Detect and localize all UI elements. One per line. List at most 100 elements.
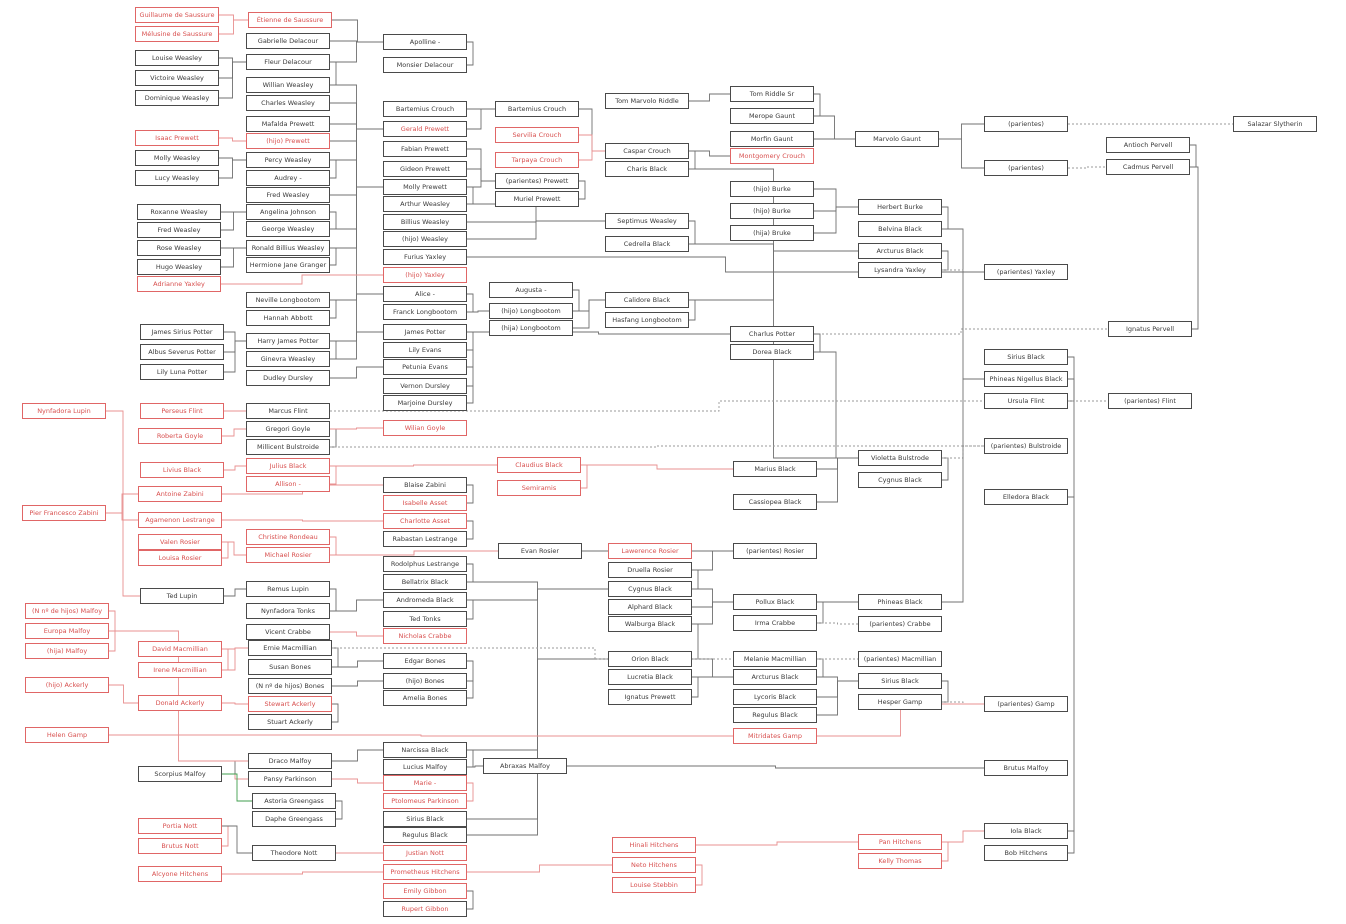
person-herbert-burke[interactable]: Herbert Burke [858, 199, 942, 215]
person-gerald-prewett[interactable]: Gerald Prewett [383, 121, 467, 137]
person-gabrielle-delacour[interactable]: Gabrielle Delacour [246, 33, 330, 49]
person-rose-weasley[interactable]: Rose Weasley [137, 240, 221, 256]
person-theodore-nott[interactable]: Theodore Nott [252, 845, 336, 861]
person-muriel-prewett[interactable]: Muriel Prewett [495, 191, 579, 207]
person-violetta-bulstrode[interactable]: Violetta Bulstrode [858, 450, 942, 466]
person-regulus-black[interactable]: Regulus Black [733, 707, 817, 723]
person-stuart-ackerly[interactable]: Stuart Ackerly [248, 714, 332, 730]
person-hijo-prewett[interactable]: (hijo) Prewett [246, 133, 330, 149]
person-hijo-burke[interactable]: (hijo) Burke [730, 203, 814, 219]
person-louise-stebbin[interactable]: Louise Stebbin [612, 877, 696, 893]
person-david-macmillian[interactable]: David Macmillian [138, 641, 222, 657]
person-hermione-jane-granger[interactable]: Hermione Jane Granger [246, 257, 330, 273]
person-marjoine-dursley[interactable]: Marjoine Dursley [383, 395, 467, 411]
person-lucy-weasley[interactable]: Lucy Weasley [135, 170, 219, 186]
person-monsier-delacour[interactable]: Monsier Delacour [383, 57, 467, 73]
person-helen-gamp[interactable]: Helen Gamp [25, 727, 109, 743]
person-hijo-longbootom[interactable]: (hijo) Longbootom [489, 303, 573, 319]
person-livius-black[interactable]: Livius Black [140, 462, 224, 478]
person-edgar-bones[interactable]: Edgar Bones [383, 653, 467, 669]
person-alcyone-hitchens[interactable]: Alcyone Hitchens [138, 866, 222, 882]
person-caspar-crouch[interactable]: Caspar Crouch [605, 143, 689, 159]
person-merope-gaunt[interactable]: Merope Gaunt [730, 108, 814, 124]
person-louisa-rosier[interactable]: Louisa Rosier [138, 550, 222, 566]
person-iola-black[interactable]: Iola Black [984, 823, 1068, 839]
person-lily-luna-potter[interactable]: Lily Luna Potter [140, 364, 224, 380]
person-lily-evans[interactable]: Lily Evans [383, 342, 467, 358]
person-marius-black[interactable]: Marius Black [733, 461, 817, 477]
person-arcturus-black[interactable]: Arcturus Black [858, 243, 942, 259]
person-regulus-black[interactable]: Regulus Black [383, 827, 467, 843]
person-rodolphus-lestrange[interactable]: Rodolphus Lestrange [383, 556, 467, 572]
person-brutus-nott[interactable]: Brutus Nott [138, 838, 222, 854]
person-cadmus-pervell[interactable]: Cadmus Pervell [1106, 159, 1190, 175]
person-parientes-crabbe[interactable]: (parientes) Crabbe [858, 616, 942, 632]
person-nynfadora-tonks[interactable]: Nynfadora Tonks [246, 603, 330, 619]
person-tarpaya-crouch[interactable]: Tarpaya Crouch [495, 152, 579, 168]
person-pansy-parkinson[interactable]: Pansy Parkinson [248, 771, 332, 787]
person-charlus-potter[interactable]: Charlus Potter [730, 326, 814, 342]
person-orion-black[interactable]: Orion Black [608, 651, 692, 667]
person-charlotte-asset[interactable]: Charlotte Asset [383, 513, 467, 529]
person-franck-longbootom[interactable]: Franck Longbootom [383, 304, 467, 320]
person-astoria-greengass[interactable]: Astoria Greengass [252, 793, 336, 809]
person-blaise-zabini[interactable]: Blaise Zabini [383, 477, 467, 493]
person-nynfadora-lupin[interactable]: Nynfadora Lupin [22, 403, 106, 419]
person-hinali-hitchens[interactable]: Hinali Hitchens [612, 837, 696, 853]
person-emily-gibbon[interactable]: Emily Gibbon [383, 883, 467, 899]
person-james-sirius-potter[interactable]: James Sirius Potter [140, 324, 224, 340]
person-albus-severus-potter[interactable]: Albus Severus Potter [140, 344, 224, 360]
person-willian-weasley[interactable]: Willian Weasley [246, 77, 330, 93]
person-parientes[interactable]: (parientes) [984, 116, 1068, 132]
person-cygnus-black[interactable]: Cygnus Black [858, 472, 942, 488]
person-roberta-goyle[interactable]: Roberta Goyle [138, 428, 222, 444]
person-hija-bruke[interactable]: (hija) Bruke [730, 225, 814, 241]
person-montgomery-crouch[interactable]: Montgomery Crouch [730, 148, 814, 164]
person-tienne-de-saussure[interactable]: Étienne de Saussure [248, 12, 332, 28]
person-billius-weasley[interactable]: Billius Weasley [383, 214, 467, 230]
person-dorea-black[interactable]: Dorea Black [730, 344, 814, 360]
person-draco-malfoy[interactable]: Draco Malfoy [248, 753, 332, 769]
person-calidore-black[interactable]: Calidore Black [605, 292, 689, 308]
person-lawerence-rosier[interactable]: Lawerence Rosier [608, 543, 692, 559]
person-hasfang-longbootom[interactable]: Hasfang Longbootom [605, 312, 689, 328]
person-arcturus-black[interactable]: Arcturus Black [733, 669, 817, 685]
person-roxanne-weasley[interactable]: Roxanne Weasley [137, 204, 221, 220]
person-morfin-gaunt[interactable]: Morfin Gaunt [730, 131, 814, 147]
person-ginevra-weasley[interactable]: Ginevra Weasley [246, 351, 330, 367]
person-apolline[interactable]: Apolline - [383, 34, 467, 50]
person-lucretia-black[interactable]: Lucretia Black [608, 669, 692, 685]
person-rupert-gibbon[interactable]: Rupert Gibbon [383, 901, 467, 917]
person-ptolomeus-parkinson[interactable]: Ptolomeus Parkinson [383, 793, 467, 809]
person-alphard-black[interactable]: Alphard Black [608, 599, 692, 615]
person-irene-macmillian[interactable]: Irene Macmillian [138, 662, 222, 678]
person-lysandra-yaxley[interactable]: Lysandra Yaxley [858, 262, 942, 278]
person-parientes-yaxley[interactable]: (parientes) Yaxley [984, 264, 1068, 280]
person-isabelle-asset[interactable]: Isabelle Asset [383, 495, 467, 511]
person-evan-rosier[interactable]: Evan Rosier [498, 543, 582, 559]
person-furius-yaxley[interactable]: Furius Yaxley [383, 249, 467, 265]
person-neville-longbootom[interactable]: Neville Longbootom [246, 292, 330, 308]
person-molly-weasley[interactable]: Molly Weasley [135, 150, 219, 166]
person-george-weasley[interactable]: George Weasley [246, 221, 330, 237]
person-phineas-nigellus-black[interactable]: Phineas Nigellus Black [984, 371, 1068, 387]
person-melanie-macmillian[interactable]: Melanie Macmillian [733, 651, 817, 667]
person-percy-weasley[interactable]: Percy Weasley [246, 152, 330, 168]
person-hijo-ackerly[interactable]: (hijo) Ackerly [25, 677, 109, 693]
person-adrianne-yaxley[interactable]: Adrianne Yaxley [137, 276, 221, 292]
person-walburga-black[interactable]: Walburga Black [608, 616, 692, 632]
person-ernie-macmillian[interactable]: Ernie Macmillian [248, 640, 332, 656]
person-marie[interactable]: Marie - [383, 775, 467, 791]
person-wilian-goyle[interactable]: Wilian Goyle [383, 420, 467, 436]
person-cygnus-black[interactable]: Cygnus Black [608, 581, 692, 597]
person-nicholas-crabbe[interactable]: Nicholas Crabbe [383, 628, 467, 644]
person-guillaume-de-saussure[interactable]: Guillaume de Saussure [135, 7, 219, 23]
person-europa-malfoy[interactable]: Europa Malfoy [25, 623, 109, 639]
person-petunia-evans[interactable]: Petunia Evans [383, 359, 467, 375]
person-narcissa-black[interactable]: Narcissa Black [383, 742, 467, 758]
person-bob-hitchens[interactable]: Bob Hitchens [984, 845, 1068, 861]
person-arthur-weasley[interactable]: Arthur Weasley [383, 196, 467, 212]
person-ignatus-pervell[interactable]: Ignatus Pervell [1108, 321, 1192, 337]
person-gideon-prewett[interactable]: Gideon Prewett [383, 161, 467, 177]
person-parientes-rosier[interactable]: (parientes) Rosier [733, 543, 817, 559]
